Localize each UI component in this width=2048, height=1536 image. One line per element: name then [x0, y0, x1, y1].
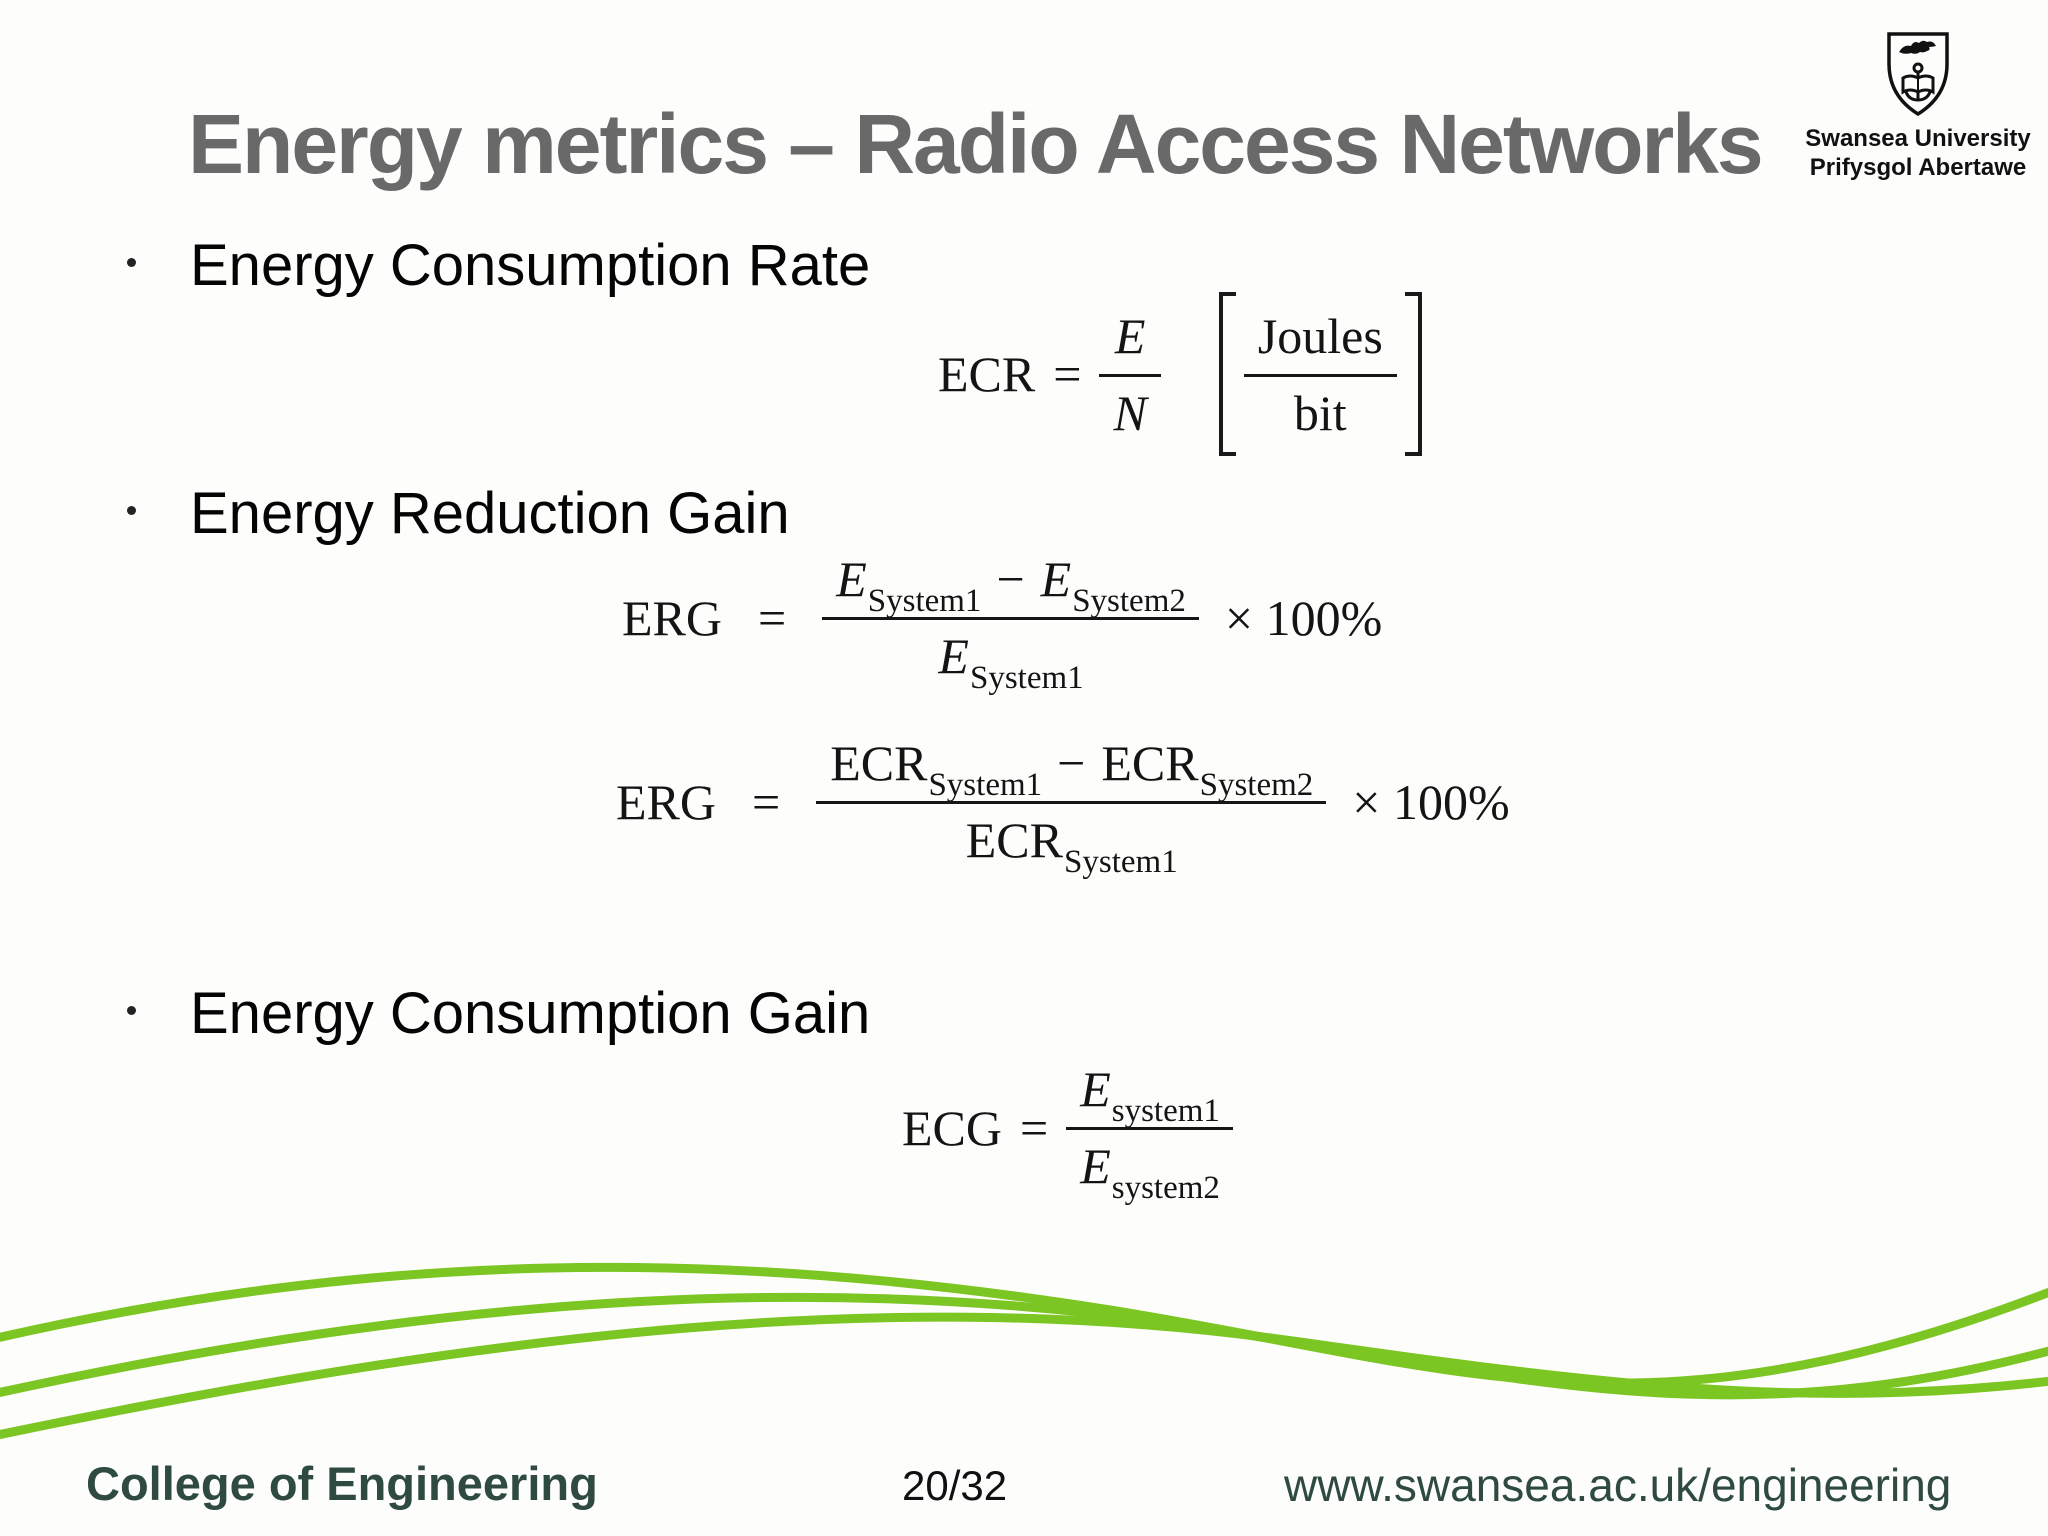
footer-college-name: College of Engineering: [86, 1457, 598, 1510]
times-100-percent: × 100%: [1352, 773, 1510, 830]
page-number: 20/32: [902, 1462, 1008, 1509]
formula-ecr: ECR = E N Joules bit: [938, 292, 1422, 456]
numerator-var-a: ECR: [830, 735, 928, 791]
formula-lhs: ECR: [938, 346, 1036, 402]
bullet-dot: [127, 506, 136, 515]
unit-numerator: Joules: [1243, 305, 1397, 377]
unit-denominator: bit: [1293, 384, 1347, 441]
wave-line-1: [0, 1262, 2048, 1388]
formula-lhs: ERG: [622, 589, 722, 646]
university-logo: Swansea University Prifysgol Abertawe: [1800, 30, 2036, 183]
equals-sign: =: [1053, 346, 1082, 402]
footer-url: www.swansea.ac.uk/engineering: [1284, 1459, 1952, 1511]
minus-sign: −: [996, 551, 1025, 607]
wave-line-3: [0, 1312, 2048, 1440]
numerator-sub-a: System1: [867, 583, 982, 619]
unit-fraction: Joules bit: [1243, 305, 1397, 444]
formula-erg-energy: ERG = ESystem1−ESystem2 ESystem1 × 100%: [622, 548, 1383, 695]
formula-erg-ecr: ERG = ECRSystem1−ECRSystem2 ECRSystem1 ×…: [616, 732, 1510, 879]
fraction: Esystem1 Esystem2: [1066, 1058, 1233, 1205]
equals-sign: =: [752, 773, 781, 830]
numerator-sub-a: System1: [928, 767, 1043, 803]
fraction: ECRSystem1−ECRSystem2 ECRSystem1: [816, 732, 1327, 879]
right-bracket: [1404, 292, 1422, 456]
page-title: Energy metrics – Radio Access Networks: [188, 97, 1764, 191]
denominator-sub: System1: [1064, 844, 1178, 880]
denominator-var: ECR: [965, 812, 1064, 868]
equals-sign: =: [1020, 1099, 1049, 1156]
denominator-var: E: [938, 628, 969, 684]
bullet-label-ecr: Energy Consumption Rate: [190, 233, 871, 298]
left-bracket: [1218, 292, 1236, 456]
denominator-sub: system2: [1111, 1170, 1220, 1206]
numerator-var-b: E: [1040, 551, 1072, 607]
bullet-dot: [127, 1006, 136, 1015]
numerator-sub: system1: [1111, 1093, 1220, 1129]
logo-text-line1: Swansea University: [1805, 125, 2031, 152]
denominator-var: E: [1080, 1138, 1111, 1194]
fraction-numerator: E: [1114, 307, 1146, 364]
numerator-sub-b: System2: [1199, 767, 1314, 803]
numerator-sub-b: System2: [1072, 583, 1186, 619]
formula-ecg: ECG = Esystem1 Esystem2: [902, 1058, 1233, 1205]
decorative-wave-graphic: [0, 1262, 2048, 1440]
bullet-dot: [127, 258, 136, 267]
bullet-label-ecg: Energy Consumption Gain: [190, 981, 871, 1046]
numerator-var-a: E: [836, 551, 867, 607]
equals-sign: =: [758, 589, 787, 646]
fraction: E N: [1099, 305, 1161, 444]
numerator-var-b: ECR: [1101, 735, 1199, 791]
denominator-sub: System1: [969, 660, 1084, 696]
fraction-denominator: N: [1113, 384, 1147, 441]
numerator-var: E: [1080, 1061, 1111, 1117]
times-100-percent: × 100%: [1224, 589, 1383, 646]
university-crest-icon: [1887, 32, 1949, 117]
formula-lhs: ERG: [616, 773, 716, 830]
minus-sign: −: [1057, 735, 1086, 791]
fraction: ESystem1−ESystem2 ESystem1: [822, 548, 1199, 695]
logo-text-line2: Prifysgol Abertawe: [1809, 154, 2027, 182]
bullet-label-erg: Energy Reduction Gain: [190, 481, 790, 546]
formula-lhs: ECG: [902, 1099, 1002, 1156]
